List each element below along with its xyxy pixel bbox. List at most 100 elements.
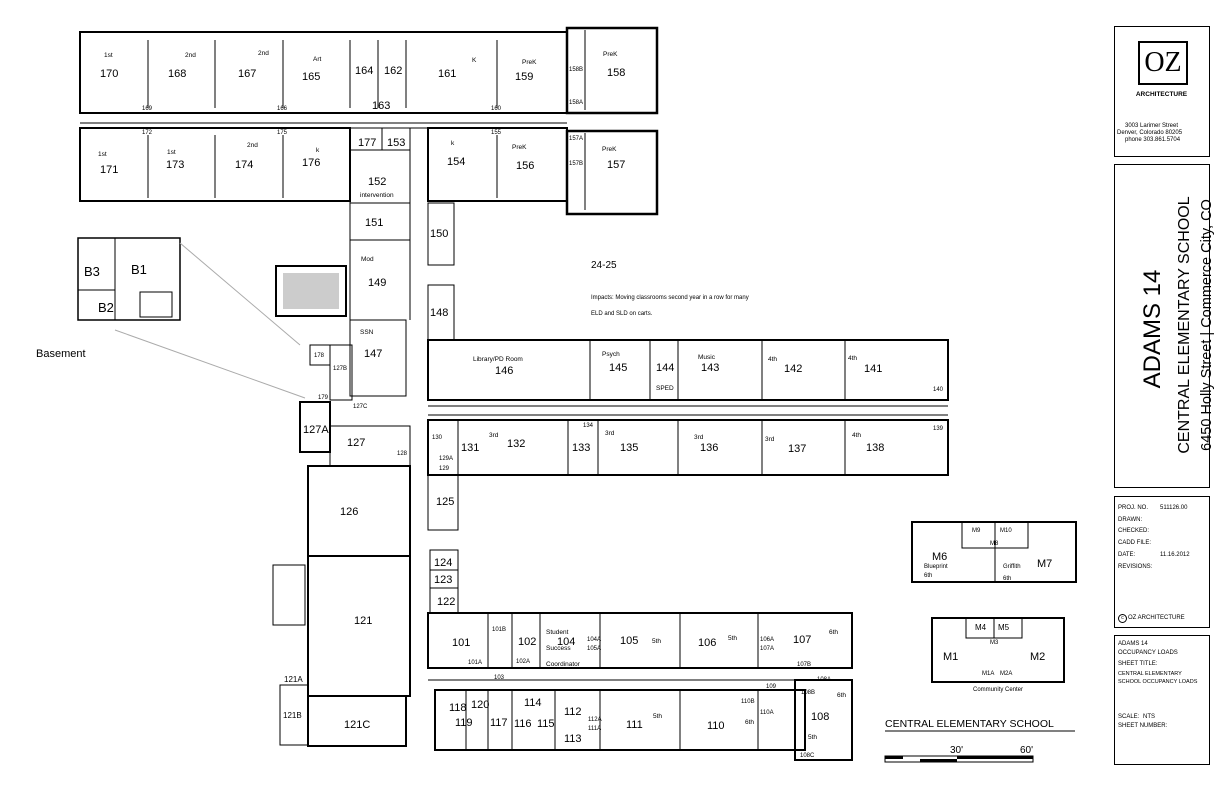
room-129A: 129A bbox=[439, 456, 453, 462]
north-wing-outline bbox=[79, 26, 659, 216]
room-103: 103 bbox=[494, 675, 505, 681]
room-143: 143 bbox=[701, 362, 719, 374]
room-B3: B3 bbox=[84, 264, 100, 279]
room-122: 122 bbox=[437, 596, 455, 608]
room-145: 145 bbox=[609, 362, 627, 374]
sheet-subject: OCCUPANCY LOADS bbox=[1118, 650, 1178, 656]
room-106A: 106A bbox=[760, 637, 774, 643]
sheet-title-line1: CENTRAL ELEMENTARY bbox=[1118, 671, 1182, 677]
room-M2A: M2A bbox=[1000, 671, 1012, 677]
room-121: 121 bbox=[354, 615, 372, 627]
scale-value: NTS bbox=[1143, 714, 1155, 720]
title-block-info: PROJ. NO. 511126.00 DRAWN: CHECKED: CADD… bbox=[1114, 496, 1210, 628]
room-108B: 108B bbox=[801, 690, 815, 696]
note-143: Music bbox=[698, 354, 716, 361]
room-104: 104 bbox=[557, 636, 575, 648]
room-176: 176 bbox=[302, 157, 320, 169]
room-135: 135 bbox=[620, 442, 638, 454]
note-145: Psych bbox=[602, 351, 620, 358]
note-149: Mod bbox=[361, 256, 374, 263]
phone: phone 303.861.5704 bbox=[1125, 137, 1181, 143]
note-171: 1st bbox=[98, 151, 107, 158]
room-102A: 102A bbox=[516, 659, 530, 665]
room-108: 108 bbox=[811, 711, 829, 723]
note-108-b: 5th bbox=[808, 734, 817, 741]
room-106: 106 bbox=[698, 637, 716, 649]
east-wing-library-outline bbox=[427, 339, 949, 614]
checked-label: CHECKED: bbox=[1118, 528, 1150, 534]
note-110: 6th bbox=[745, 719, 754, 726]
room-101B: 101B bbox=[492, 627, 506, 633]
room-168: 168 bbox=[168, 68, 186, 80]
note-158: PreK bbox=[603, 51, 618, 58]
room-153: 153 bbox=[387, 137, 405, 149]
note-144: SPED bbox=[656, 385, 674, 392]
room-163: 163 bbox=[372, 100, 390, 112]
room-144: 144 bbox=[656, 362, 674, 374]
room-107A: 107A bbox=[760, 646, 774, 652]
room-146: 146 bbox=[495, 365, 513, 377]
room-M9: M9 bbox=[972, 528, 981, 534]
firm-name: ARCHITECTURE bbox=[1135, 91, 1188, 98]
room-158A: 158A bbox=[569, 100, 583, 106]
room-119: 119 bbox=[455, 717, 473, 729]
room-116: 116 bbox=[514, 718, 532, 730]
room-125: 125 bbox=[436, 496, 454, 508]
room-178: 178 bbox=[314, 353, 325, 359]
room-107B: 107B bbox=[797, 662, 811, 668]
community-center-label: Community Center bbox=[973, 687, 1023, 693]
room-117: 117 bbox=[490, 717, 508, 729]
title-block-project: ADAMS 14 CENTRAL ELEMENTARY SCHOOL 6450 … bbox=[1114, 164, 1215, 488]
room-162: 162 bbox=[384, 65, 402, 77]
oz-logo: OZ bbox=[1138, 41, 1188, 85]
room-121B: 121B bbox=[283, 711, 302, 720]
room-160: 160 bbox=[491, 106, 502, 112]
note-M6-b: 6th bbox=[924, 573, 932, 579]
school-address: 6450 Holly Street | Commerce City, CO bbox=[1199, 199, 1215, 451]
room-M1: M1 bbox=[943, 651, 958, 663]
scale-label: SCALE: bbox=[1118, 714, 1140, 720]
note-137: 3rd bbox=[765, 436, 775, 443]
note-154: k bbox=[451, 140, 455, 147]
room-167: 167 bbox=[238, 68, 256, 80]
plan-title: CENTRAL ELEMENTARY SCHOOL bbox=[885, 718, 1054, 730]
basement-label: Basement bbox=[36, 348, 86, 360]
note-104-a: Student bbox=[546, 629, 569, 636]
school-name: CENTRAL ELEMENTARY SCHOOL bbox=[1176, 196, 1193, 454]
proj-no-value: 511126.00 bbox=[1160, 505, 1188, 511]
room-138: 138 bbox=[866, 442, 884, 454]
room-120: 120 bbox=[471, 699, 489, 711]
room-157A: 157A bbox=[569, 136, 583, 142]
modular-building-upper bbox=[911, 521, 1077, 583]
cadd-label: CADD FILE: bbox=[1118, 540, 1152, 546]
note-159: PreK bbox=[522, 59, 537, 66]
sheet-title-label: SHEET TITLE: bbox=[1118, 661, 1158, 667]
room-159: 159 bbox=[515, 71, 533, 83]
room-140: 140 bbox=[933, 387, 944, 393]
room-M1A: M1A bbox=[982, 671, 994, 677]
room-177: 177 bbox=[358, 137, 376, 149]
room-B1: B1 bbox=[131, 262, 147, 277]
note-170: 1st bbox=[104, 52, 113, 59]
scale-bar bbox=[884, 755, 1034, 763]
room-155: 155 bbox=[491, 130, 502, 136]
room-110: 110 bbox=[707, 720, 725, 732]
room-127C: 127C bbox=[353, 404, 368, 410]
room-109: 109 bbox=[766, 684, 777, 690]
room-161: 161 bbox=[438, 68, 456, 80]
note-157: PreK bbox=[602, 146, 617, 153]
room-127A: 127A bbox=[303, 424, 329, 436]
room-171: 171 bbox=[100, 164, 118, 176]
room-M4: M4 bbox=[975, 623, 987, 632]
scale-label-30: 30' bbox=[950, 745, 963, 756]
room-179: 179 bbox=[318, 395, 329, 401]
room-B2: B2 bbox=[98, 300, 114, 315]
note-136: 3rd bbox=[694, 434, 704, 441]
room-M2: M2 bbox=[1030, 651, 1045, 663]
impacts-note-line1: Impacts: Moving classrooms second year i… bbox=[591, 295, 749, 301]
room-157: 157 bbox=[607, 159, 625, 171]
sheet-number-label: SHEET NUMBER: bbox=[1118, 723, 1168, 729]
room-130: 130 bbox=[432, 435, 443, 441]
room-105: 105 bbox=[620, 635, 638, 647]
room-101A: 101A bbox=[468, 660, 482, 666]
